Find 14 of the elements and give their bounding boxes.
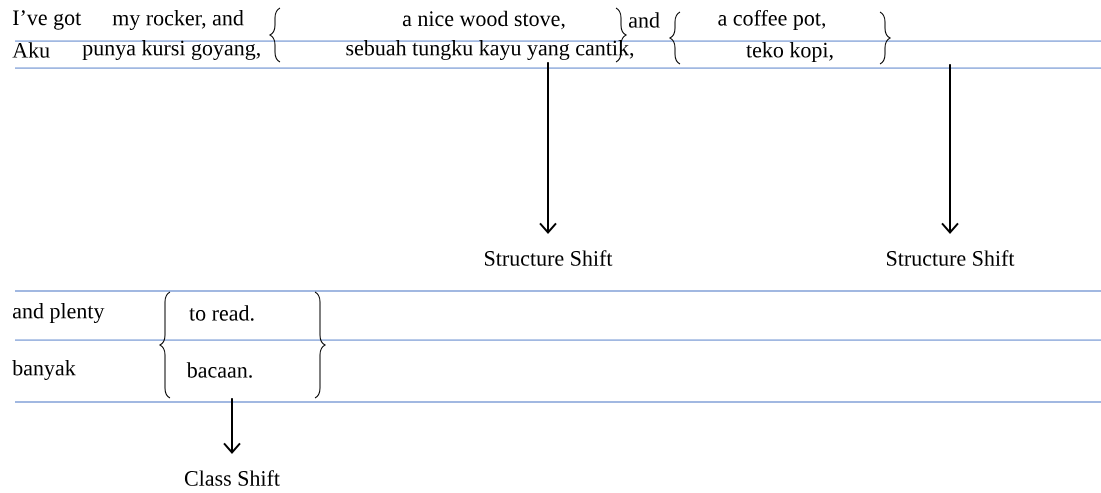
arrow [223, 397, 241, 454]
shift-label: Class Shift [184, 470, 280, 486]
bracketed-phrase: to read. bacaan. [159, 291, 326, 399]
arrow [941, 63, 959, 234]
phrase-text: Aku [12, 42, 50, 58]
phrase-text: and [628, 12, 660, 28]
bracketed-phrase: a coffee pot, teko kopi, [669, 9, 891, 65]
phrase-text: banyak [12, 360, 76, 380]
phrase-text: I’ve got [13, 10, 82, 30]
phrase-text: my rocker, and [112, 10, 244, 30]
shift-label: Structure Shift [887, 250, 1015, 266]
arrow [539, 61, 557, 234]
shift-label: Structure Shift [485, 250, 613, 266]
phrase-text: and plenty [12, 303, 105, 323]
